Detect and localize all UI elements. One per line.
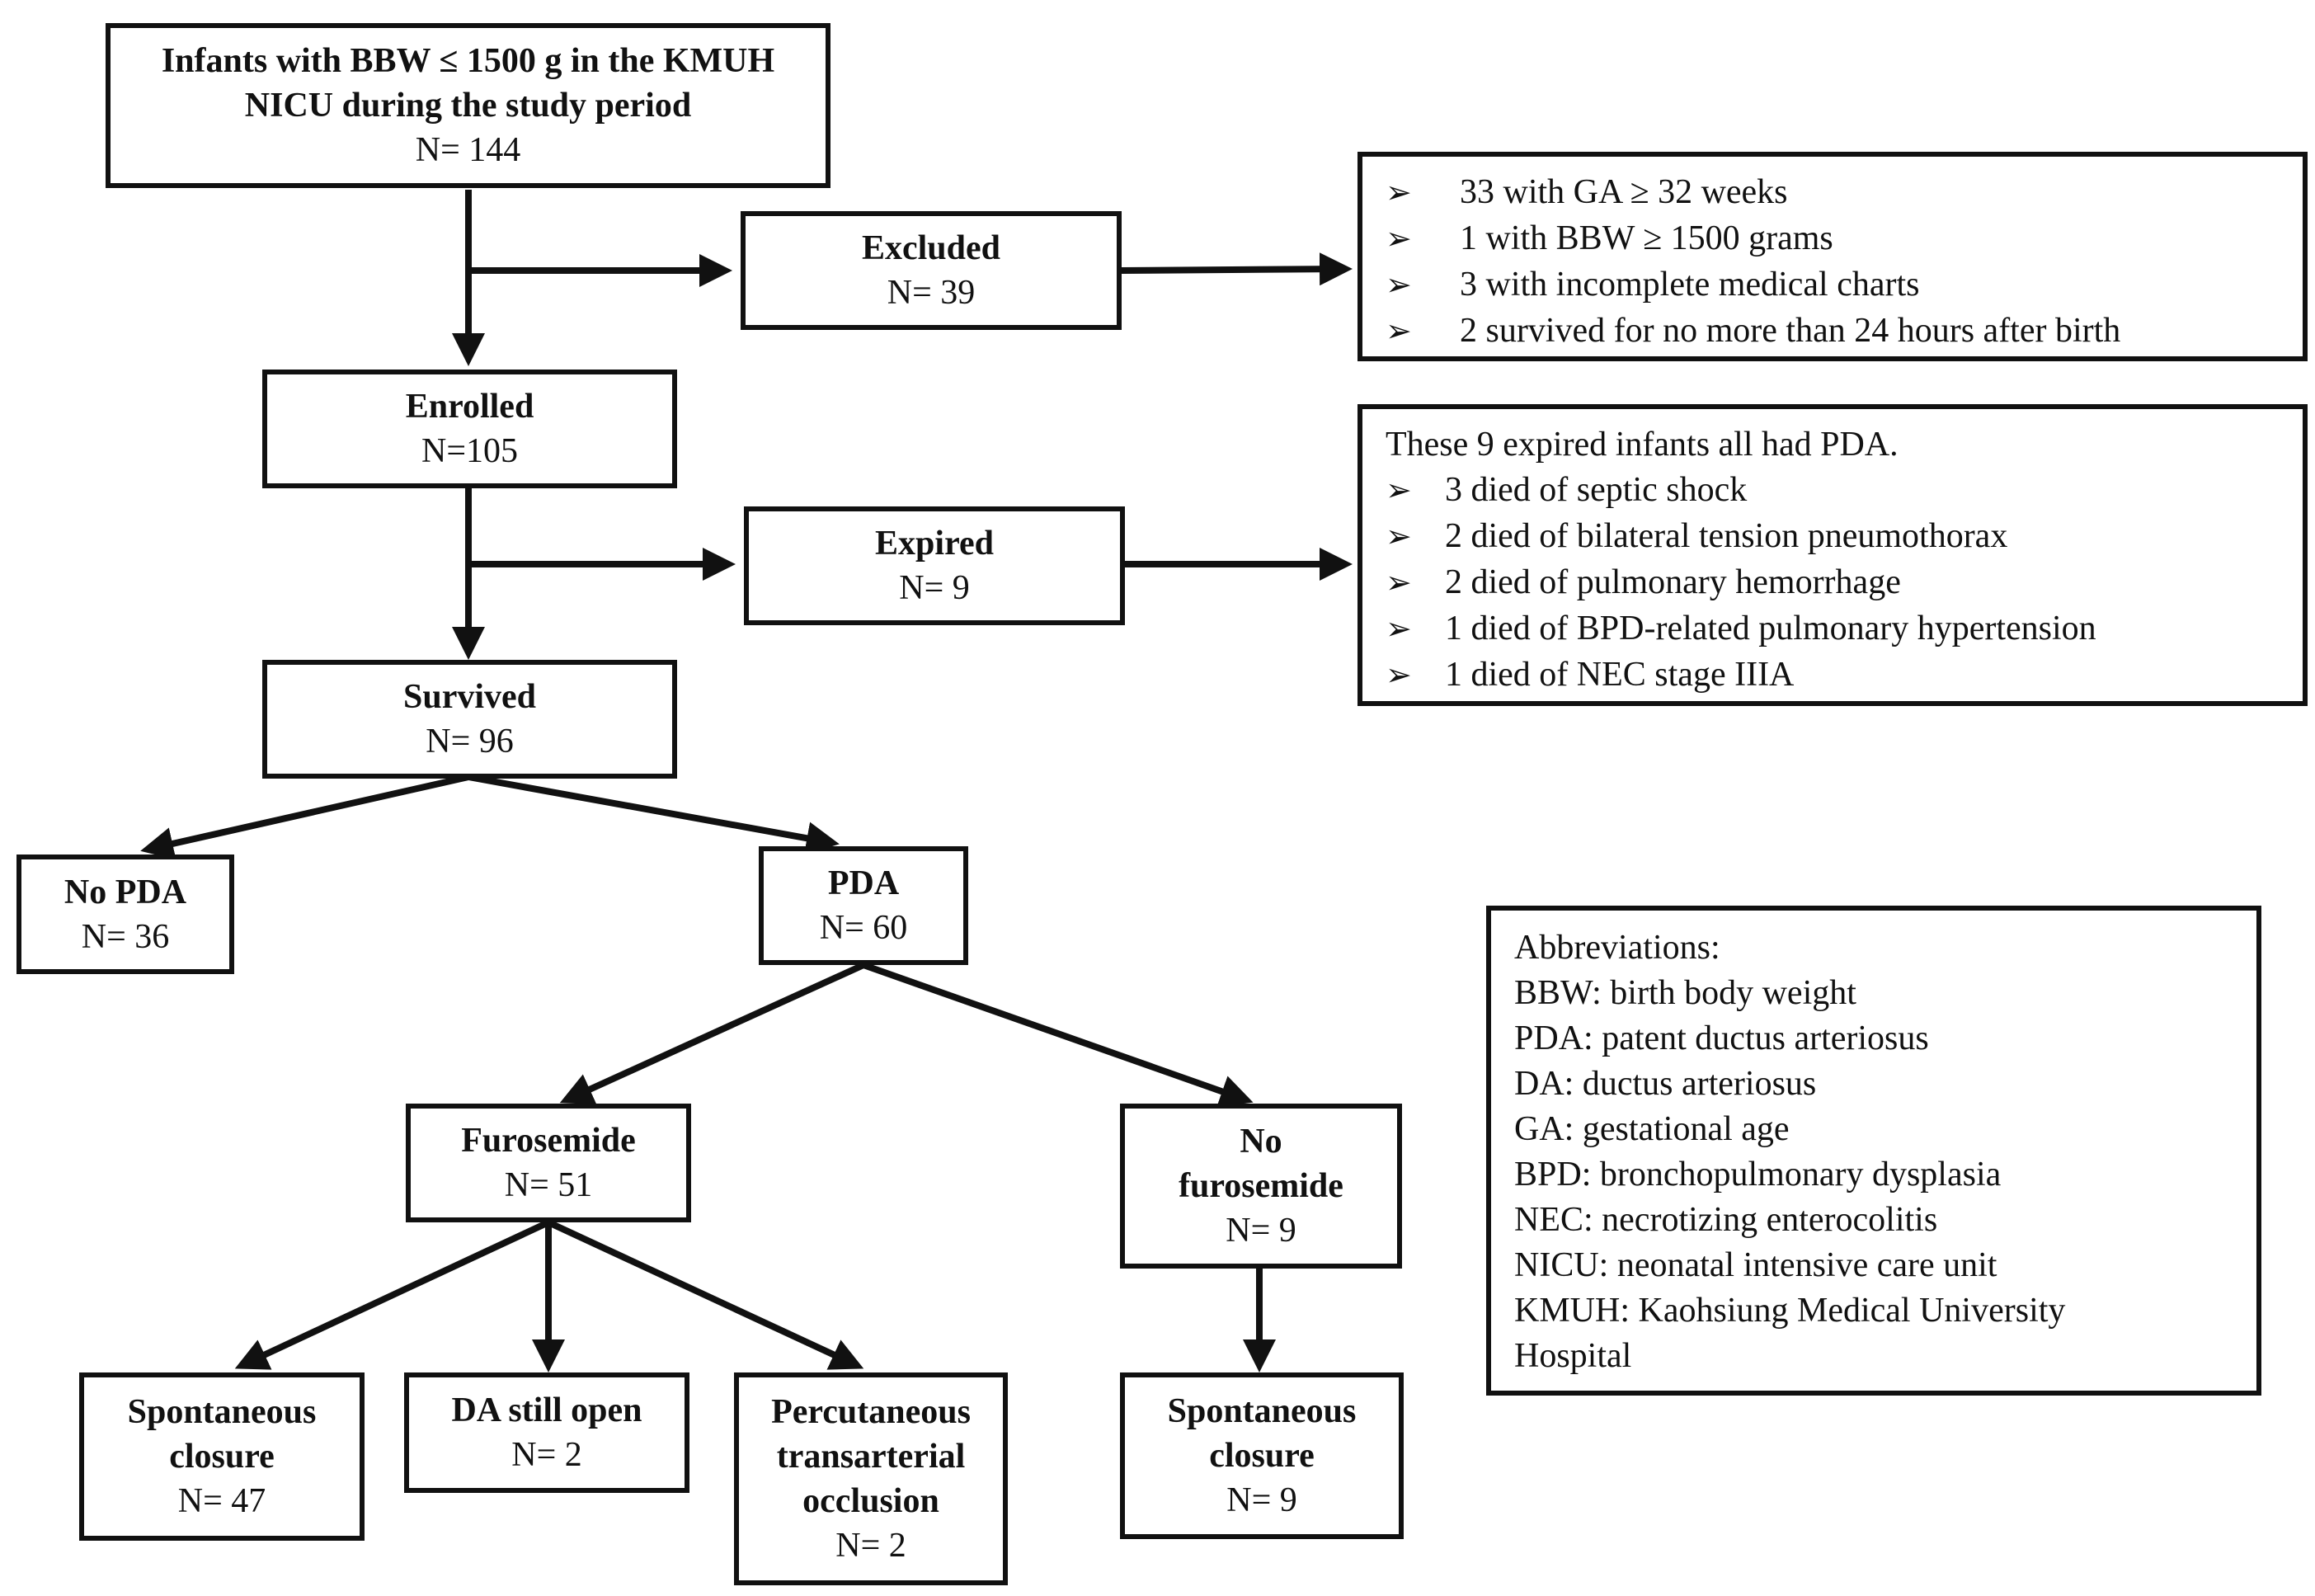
furosemide-label: Furosemide xyxy=(461,1122,636,1160)
arrow-excluded-to-notes xyxy=(1121,252,1353,286)
excluded-count: N= 39 xyxy=(887,274,976,312)
abbreviation-item: NEC: necrotizing enterocolitis xyxy=(1514,1201,1938,1239)
no-pda-box: No PDA N= 36 xyxy=(16,854,234,974)
list-item: ➢2 died of pulmonary hemorrhage xyxy=(1386,560,2280,606)
arrow-bullet-icon: ➢ xyxy=(1386,222,1412,257)
infants-box: Infants with BBW ≤ 1500 g in the KMUH NI… xyxy=(106,23,830,188)
no-pda-label: No PDA xyxy=(64,873,187,911)
list-item: ➢33 with GA ≥ 32 weeks xyxy=(1386,170,2280,216)
percutaneous-count: N= 2 xyxy=(835,1527,906,1565)
percutaneous-line-3: occlusion xyxy=(802,1482,939,1520)
survived-count: N= 96 xyxy=(426,723,514,760)
arrow-furosemide-to-percutaneous xyxy=(547,1219,864,1370)
spont-closure-1-line-1: Spontaneous xyxy=(127,1393,317,1431)
arrow-bullet-icon: ➢ xyxy=(1386,473,1412,508)
pda-count: N= 60 xyxy=(819,909,908,947)
expired-box: Expired N= 9 xyxy=(744,506,1125,625)
abbreviation-item: KMUH: Kaohsiung Medical University xyxy=(1514,1292,2066,1330)
spont-closure-1-count: N= 47 xyxy=(177,1482,266,1520)
no-furosemide-line-1: No xyxy=(1240,1123,1282,1161)
spontaneous-closure-box-no-furosemide: Spontaneous closure N= 9 xyxy=(1120,1372,1404,1539)
abbreviation-item: DA: ductus arteriosus xyxy=(1514,1065,1817,1103)
percutaneous-line-1: Percutaneous xyxy=(771,1393,971,1431)
infants-line-2: NICU during the study period xyxy=(244,87,692,125)
infants-line-1: Infants with BBW ≤ 1500 g in the KMUH xyxy=(161,42,775,80)
abbreviation-item: GA: gestational age xyxy=(1514,1110,1790,1148)
furosemide-count: N= 51 xyxy=(504,1166,593,1204)
expired-count: N= 9 xyxy=(899,569,970,607)
percutaneous-line-2: transarterial xyxy=(776,1438,966,1476)
arrow-bullet-icon: ➢ xyxy=(1386,520,1412,554)
arrow-bullet-icon: ➢ xyxy=(1386,612,1412,647)
percutaneous-occlusion-box: Percutaneous transarterial occlusion N= … xyxy=(734,1372,1008,1585)
list-item: ➢1 died of BPD-related pulmonary hyperte… xyxy=(1386,606,2280,652)
enrolled-label: Enrolled xyxy=(405,388,534,426)
enrolled-count: N=105 xyxy=(421,432,519,470)
arrow-pda-to-furosemide xyxy=(559,962,865,1104)
abbreviations-heading: Abbreviations: xyxy=(1514,929,1720,967)
arrow-survived-to-pda xyxy=(468,774,840,854)
spont-closure-2-count: N= 9 xyxy=(1226,1481,1297,1519)
abbreviation-item: PDA: patent ductus arteriosus xyxy=(1514,1019,1929,1057)
spontaneous-closure-box-furosemide: Spontaneous closure N= 47 xyxy=(79,1372,365,1541)
abbreviation-item: BPD: bronchopulmonary dysplasia xyxy=(1514,1156,2002,1193)
survived-label: Survived xyxy=(402,678,537,716)
list-item: ➢2 survived for no more than 24 hours af… xyxy=(1386,308,2280,355)
excluded-details-list: ➢33 with GA ≥ 32 weeks ➢1 with BBW ≥ 150… xyxy=(1386,170,2280,355)
list-item: ➢3 died of septic shock xyxy=(1386,468,2280,514)
expired-details-list: ➢3 died of septic shock ➢2 died of bilat… xyxy=(1386,468,2280,699)
pda-box: PDA N= 60 xyxy=(759,846,968,965)
no-furosemide-line-2: furosemide xyxy=(1179,1167,1343,1205)
list-item: ➢1 died of NEC stage IIIA xyxy=(1386,652,2280,699)
survived-box: Survived N= 96 xyxy=(262,660,677,779)
no-furosemide-count: N= 9 xyxy=(1226,1212,1296,1250)
arrow-bullet-icon: ➢ xyxy=(1386,314,1412,349)
arrow-survived-to-no-pda xyxy=(140,774,469,860)
furosemide-box: Furosemide N= 51 xyxy=(406,1104,691,1222)
da-still-open-box: DA still open N= 2 xyxy=(404,1372,689,1493)
expired-details-intro: These 9 expired infants all had PDA. xyxy=(1386,426,1899,464)
spont-closure-2-line-1: Spontaneous xyxy=(1167,1392,1357,1430)
excluded-label: Excluded xyxy=(861,229,1001,267)
list-item: ➢1 with BBW ≥ 1500 grams xyxy=(1386,216,2280,262)
excluded-details-box: ➢33 with GA ≥ 32 weeks ➢1 with BBW ≥ 150… xyxy=(1357,152,2308,361)
list-item: ➢2 died of bilateral tension pneumothora… xyxy=(1386,514,2280,560)
excluded-box: Excluded N= 39 xyxy=(741,211,1122,330)
arrow-bullet-icon: ➢ xyxy=(1386,176,1412,210)
no-pda-count: N= 36 xyxy=(81,917,170,956)
no-furosemide-box: No furosemide N= 9 xyxy=(1120,1104,1402,1269)
arrow-pda-to-no-furosemide xyxy=(862,962,1254,1108)
abbreviation-item: Hospital xyxy=(1514,1337,1632,1375)
pda-label: PDA xyxy=(827,864,900,902)
expired-label: Expired xyxy=(875,525,994,563)
abbreviation-item: NICU: neonatal intensive care unit xyxy=(1514,1246,1997,1284)
enrolled-box: Enrolled N=105 xyxy=(262,370,677,488)
arrow-bullet-icon: ➢ xyxy=(1386,658,1412,693)
da-still-open-label: DA still open xyxy=(451,1391,642,1429)
expired-details-box: These 9 expired infants all had PDA. ➢3 … xyxy=(1357,404,2308,706)
arrow-bullet-icon: ➢ xyxy=(1386,268,1412,303)
da-still-open-count: N= 2 xyxy=(511,1436,582,1474)
abbreviations-box: Abbreviations: BBW: birth body weight PD… xyxy=(1486,906,2261,1396)
arrow-bullet-icon: ➢ xyxy=(1386,566,1412,600)
infants-count: N= 144 xyxy=(415,131,521,169)
list-item: ➢3 with incomplete medical charts xyxy=(1386,262,2280,308)
abbreviation-item: BBW: birth body weight xyxy=(1514,974,1856,1012)
spont-closure-1-line-2: closure xyxy=(169,1438,275,1476)
arrow-furosemide-to-spont-closure xyxy=(234,1219,550,1370)
spont-closure-2-line-2: closure xyxy=(1209,1437,1315,1475)
